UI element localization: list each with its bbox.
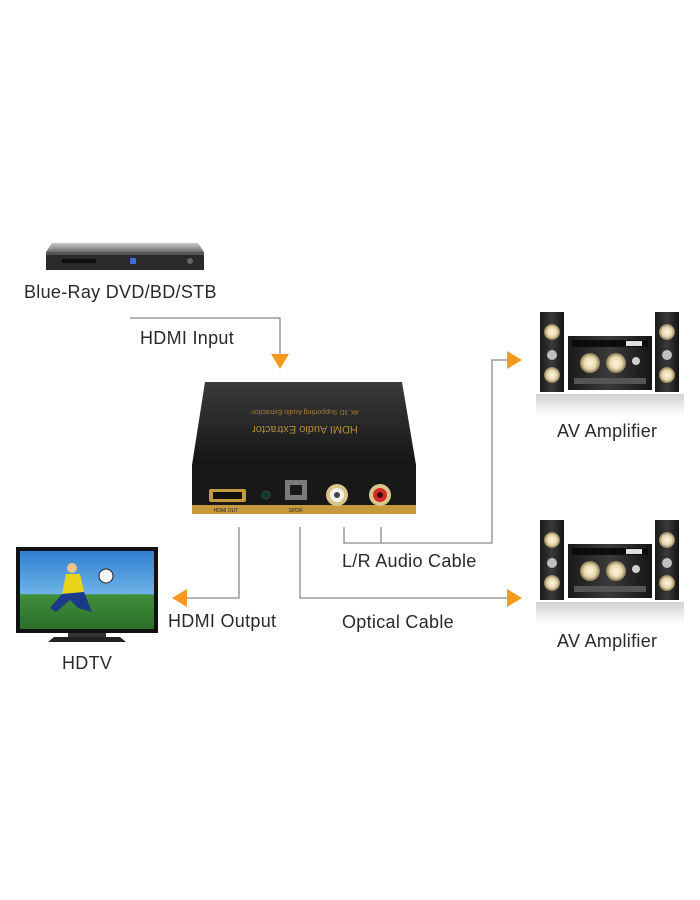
svg-text:HDMI OUT: HDMI OUT (214, 508, 239, 514)
lr-audio-cable-line (343, 351, 522, 544)
lr-audio-cable-label: L/R Audio Cable (342, 551, 477, 571)
optical-cable-line (299, 527, 522, 607)
hdmi-input-line (130, 317, 289, 369)
hdmi-output-arrow-icon (172, 589, 187, 607)
hdtv-label: HDTV (62, 653, 113, 673)
hdmi-audio-extractor: HDMI Audio Extractor 4K 3D Supporting Au… (192, 382, 416, 514)
hdmi-output-line (172, 527, 240, 607)
hdmi-input-arrow-icon (271, 354, 289, 369)
bluray-player (46, 243, 204, 270)
device-subtitle-text: 4K 3D Supporting Audio Extraction (251, 408, 359, 415)
amplifier-top-label: AV Amplifier (557, 421, 658, 441)
av-amplifier-bottom (536, 520, 684, 624)
optical-cable-label: Optical Cable (342, 612, 454, 632)
lr-audio-arrow-icon (507, 351, 522, 369)
hdmi-input-label: HDMI Input (140, 328, 235, 348)
power-led-icon (261, 490, 271, 500)
optical-arrow-icon (507, 589, 522, 607)
av-amplifier-top (536, 312, 684, 416)
soccer-ball-icon (98, 568, 114, 584)
hdmi-output-label: HDMI Output (168, 611, 277, 631)
amplifier-bottom-label: AV Amplifier (557, 631, 658, 651)
svg-text:SPDIF: SPDIF (289, 508, 304, 514)
hdtv (16, 547, 158, 642)
source-device-label: Blue-Ray DVD/BD/STB (24, 282, 217, 302)
device-title-text: HDMI Audio Extractor (252, 423, 358, 435)
